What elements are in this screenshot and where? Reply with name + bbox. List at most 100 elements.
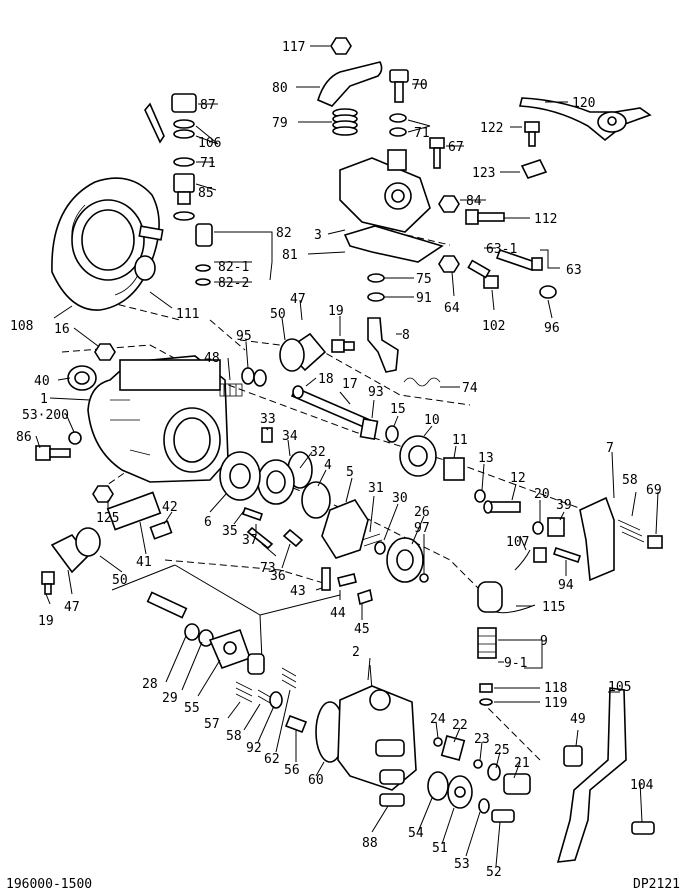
part-51-fitting [447, 775, 473, 809]
callout-label: 53·200 [22, 408, 69, 423]
callout-label: 108 [10, 319, 33, 334]
callout-label: 36 [270, 569, 286, 584]
diagram-reference-number: 196000-1500 [6, 877, 93, 892]
part-28-washer [184, 623, 200, 641]
callout-label: 67 [448, 140, 464, 155]
callout-label: 4 [324, 458, 332, 473]
part-9-valve [477, 627, 497, 659]
callout-label: 58 [622, 473, 638, 488]
part-53-washer [68, 431, 82, 445]
part-31-spring [361, 533, 383, 547]
part-125-nut [92, 485, 114, 503]
part-11-block [443, 457, 465, 481]
callout-label: 123 [472, 166, 495, 181]
part-69-bolt [647, 535, 663, 549]
callout-label: 84 [466, 194, 482, 209]
callout-label: 92 [246, 741, 262, 756]
part-23-spring [473, 759, 483, 769]
callout-label: 19 [328, 304, 344, 319]
part-56-plunger [284, 714, 308, 734]
callout-label: 57 [204, 717, 220, 732]
part-111-seal [134, 255, 156, 281]
callout-label: 41 [136, 555, 152, 570]
part-67-screw [429, 137, 445, 169]
callout-label: 93 [368, 385, 384, 400]
part-8-lever [367, 317, 399, 373]
callout-label: 7 [606, 441, 614, 456]
callout-label: 74 [462, 381, 478, 396]
callout-label: 64 [444, 301, 460, 316]
callout-label: 97 [414, 521, 430, 536]
part-50-oring [279, 338, 305, 372]
part-80-lever [317, 61, 383, 107]
part-30-ring [374, 541, 386, 555]
part-105-bracket [556, 687, 627, 863]
part-50-oring-lower [75, 527, 101, 557]
part-58-spring [617, 519, 645, 543]
callout-label: 63-1 [486, 242, 517, 257]
callout-label: 85 [198, 186, 214, 201]
drawing-code: DP2121 [633, 877, 680, 892]
part-71-washer [389, 113, 407, 123]
part-106-washer [173, 129, 195, 139]
part-81-gasket [343, 225, 444, 263]
callout-label: 9 [540, 634, 548, 649]
callout-label: 53 [454, 857, 470, 872]
callout-label: 112 [534, 212, 557, 227]
part-53-washer-lower [478, 798, 490, 814]
callout-label: 81 [282, 248, 298, 263]
callout-label: 20 [534, 487, 550, 502]
callout-label: 55 [184, 701, 200, 716]
callout-label: 32 [310, 445, 326, 460]
part-36-key [282, 528, 304, 548]
callout-label: 19 [38, 614, 54, 629]
callout-label: 105 [608, 680, 631, 695]
callout-label: 62 [264, 752, 280, 767]
part-52-bolt [491, 809, 515, 823]
part-24-washer [433, 737, 443, 747]
part-95-washer [253, 369, 267, 387]
part-10-gear [399, 435, 437, 477]
callout-label: 48 [204, 351, 220, 366]
part-21-holder [503, 773, 531, 795]
part-44-plate [337, 573, 357, 587]
callout-label: 70 [412, 78, 428, 93]
part-82-2-ring [195, 278, 211, 286]
callout-label: 69 [646, 483, 662, 498]
part-94-screw [552, 546, 582, 564]
part-118-ring [479, 683, 493, 693]
part-25-washer [487, 763, 501, 781]
callout-label: 47 [290, 292, 306, 307]
callout-label: 51 [432, 841, 448, 856]
part-39-block [547, 517, 565, 537]
callout-label: 33 [260, 412, 276, 427]
callout-label: 15 [390, 402, 406, 417]
part-119-oring [479, 698, 493, 706]
part-86-bolt [35, 445, 71, 461]
callout-label: 63 [566, 263, 582, 278]
part-82-plug [195, 223, 213, 247]
part-84-nut [438, 195, 460, 213]
part-32-gear [257, 459, 295, 505]
callout-label: 54 [408, 826, 424, 841]
part-48-spring [219, 383, 243, 397]
part-28-bolt [146, 591, 188, 619]
callout-label: 44 [330, 606, 346, 621]
part-7-bracket [579, 496, 615, 582]
part-122-bolt [524, 121, 540, 147]
part-57-spring [235, 681, 253, 703]
callout-label: 49 [570, 712, 586, 727]
callout-label: 10 [424, 413, 440, 428]
callout-label: 86 [16, 430, 32, 445]
callout-label: 79 [272, 116, 288, 131]
part-17-drive-shaft [290, 385, 372, 430]
callout-label: 22 [452, 718, 468, 733]
part-88-bolt [379, 793, 405, 807]
callout-label: 60 [308, 773, 324, 788]
callout-label: 11 [452, 433, 468, 448]
part-6-gear [219, 451, 261, 501]
callout-label: 17 [342, 377, 358, 392]
part-5-rotor [321, 499, 369, 559]
part-4-feed-pump [301, 481, 331, 519]
